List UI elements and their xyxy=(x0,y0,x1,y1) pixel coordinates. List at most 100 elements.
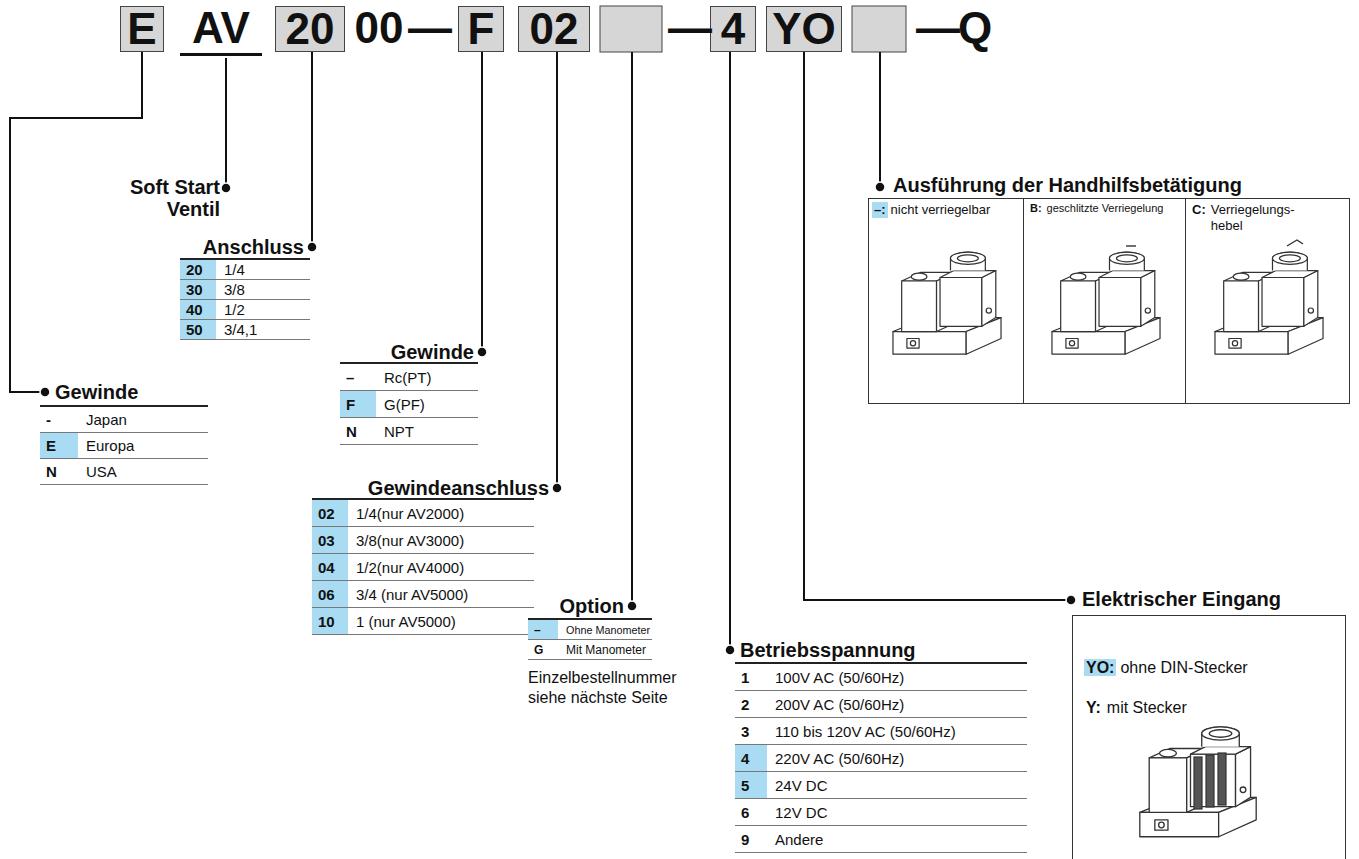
leader-dots xyxy=(40,182,885,655)
series-code: AV xyxy=(180,6,262,56)
code-text: 20 xyxy=(286,7,335,51)
code-cell: – xyxy=(528,620,558,639)
value-cell: G(PF) xyxy=(376,391,478,417)
section-heading: Option xyxy=(560,595,624,617)
value-cell: 12V DC xyxy=(767,799,1027,825)
value-cell: 1 (nur AV5000) xyxy=(348,608,534,634)
section-heading: Betriebsspannung xyxy=(740,639,916,661)
option-text: nicht verriegelbar xyxy=(888,202,991,218)
option-row: Y:mit Stecker xyxy=(1084,698,1187,718)
code-cell: 9 xyxy=(735,826,767,852)
valve-illustration xyxy=(1215,252,1323,354)
section-heading: Anschluss xyxy=(203,236,304,258)
code-cell: E xyxy=(40,433,78,458)
option-code: B: xyxy=(1028,202,1044,215)
code-cell: N xyxy=(40,459,78,484)
option-code: YO: xyxy=(1084,659,1116,676)
code-table: –Rc(PT)FG(PF)NNPT xyxy=(340,362,478,445)
value-cell: Japan xyxy=(78,407,208,432)
blank-code-box xyxy=(600,6,662,52)
code-table: –Ohne ManometerGMit Manometer xyxy=(528,618,652,660)
section-heading: Ausführung der Handhilfsbetätigung xyxy=(893,174,1242,196)
table-row: 503/4,1 xyxy=(180,320,310,340)
option-text: Verriegelungs- hebel xyxy=(1208,202,1321,233)
table-row: 201/4 xyxy=(180,260,310,280)
panel-border xyxy=(868,198,1350,404)
code-table: -JapanEEuropaNUSA xyxy=(40,405,208,485)
value-cell: 24V DC xyxy=(767,772,1027,798)
cell-caption: B:geschlitzte Verriegelung xyxy=(1028,202,1181,215)
section-heading: Soft Start Ventil xyxy=(112,176,220,220)
table-row: FG(PF) xyxy=(340,391,478,418)
section-heading: Elektrischer Eingang xyxy=(1082,588,1281,610)
value-cell: 3/4,1 xyxy=(216,320,310,339)
table-row: 4220V AC (50/60Hz) xyxy=(735,745,1027,772)
code-cell: 04 xyxy=(312,554,348,580)
option-text: ohne DIN-Stecker xyxy=(1116,659,1247,676)
value-cell: Rc(PT) xyxy=(376,364,478,390)
table-row: 3110 bis 120V AC (50/60Hz) xyxy=(735,718,1027,745)
option-panel: Ausführung der Handhilfsbetätigung –:nich… xyxy=(868,174,1350,404)
table-row: 021/4(nur AV2000) xyxy=(312,500,534,527)
cell-caption: –:nicht verriegelbar xyxy=(872,202,1019,218)
code-box: YO xyxy=(766,6,842,52)
value-cell: 3/8 xyxy=(216,280,310,299)
value-cell: USA xyxy=(78,459,208,484)
table-row: –Rc(PT) xyxy=(340,364,478,391)
option-row: YO:ohne DIN-Stecker xyxy=(1084,658,1248,678)
leader-connector xyxy=(804,52,1066,600)
value-cell: 110 bis 120V AC (50/60Hz) xyxy=(767,718,1027,744)
section-heading: Gewinde xyxy=(391,341,474,363)
code-cell: 20 xyxy=(180,260,216,279)
table-row: 9Andere xyxy=(735,826,1027,853)
option-code: C: xyxy=(1190,202,1208,218)
code-box: E xyxy=(120,6,164,52)
option-cell: –:nicht verriegelbar xyxy=(868,198,1024,404)
code-table: 021/4(nur AV2000)033/8(nur AV3000)041/2(… xyxy=(312,498,534,635)
code-cell: 02 xyxy=(312,500,348,526)
code-cell: 50 xyxy=(180,320,216,339)
value-cell: 1/2(nur AV4000) xyxy=(348,554,534,580)
code-cell: N xyxy=(340,418,376,444)
value-cell: 3/8(nur AV3000) xyxy=(348,527,534,553)
valve-illustration xyxy=(893,252,1001,354)
table-row: -Japan xyxy=(40,407,208,433)
code-text: — xyxy=(916,6,954,52)
leader-dot xyxy=(1066,595,1076,605)
code-cell: 5 xyxy=(735,772,767,798)
value-cell: Mit Manometer xyxy=(558,640,652,659)
code-text: 4 xyxy=(721,7,745,51)
table-row: NUSA xyxy=(40,459,208,485)
table-row: 1100V AC (50/60Hz) xyxy=(735,664,1027,691)
code-cell: G xyxy=(528,640,558,659)
table-row: –Ohne Manometer xyxy=(528,620,652,640)
value-cell: 3/4 (nur AV5000) xyxy=(348,581,534,607)
code-cell: 40 xyxy=(180,300,216,319)
code-cell: 1 xyxy=(735,664,767,690)
option-text: mit Stecker xyxy=(1103,699,1187,716)
code-box: 4 xyxy=(710,6,756,52)
option-panel: Elektrischer EingangYO:ohne DIN-SteckerY… xyxy=(1066,588,1346,859)
code-text: 02 xyxy=(530,7,579,51)
value-cell: Andere xyxy=(767,826,1027,852)
valve-illustration xyxy=(1140,727,1256,837)
code-cell: 2 xyxy=(735,691,767,717)
value-cell: Europa xyxy=(78,433,208,458)
option-text: geschlitzte Verriegelung xyxy=(1044,202,1164,215)
code-table: 201/4303/8401/2503/4,1 xyxy=(180,258,310,340)
option-cell: B:geschlitzte Verriegelung xyxy=(1024,198,1186,404)
table-row: 041/2(nur AV4000) xyxy=(312,554,534,581)
value-cell: 220V AC (50/60Hz) xyxy=(767,745,1027,771)
table-row: 401/2 xyxy=(180,300,310,320)
note-text: Einzelbestellnummer siehe nächste Seite xyxy=(528,668,668,708)
table-row: 2200V AC (50/60Hz) xyxy=(735,691,1027,718)
lever-mark xyxy=(1126,240,1303,246)
panel-border xyxy=(1072,615,1346,859)
value-cell: NPT xyxy=(376,418,478,444)
table-row: GMit Manometer xyxy=(528,640,652,660)
code-cell: – xyxy=(340,364,376,390)
code-box: 02 xyxy=(518,6,590,52)
code-cell: 3 xyxy=(735,718,767,744)
code-cell: - xyxy=(40,407,78,432)
